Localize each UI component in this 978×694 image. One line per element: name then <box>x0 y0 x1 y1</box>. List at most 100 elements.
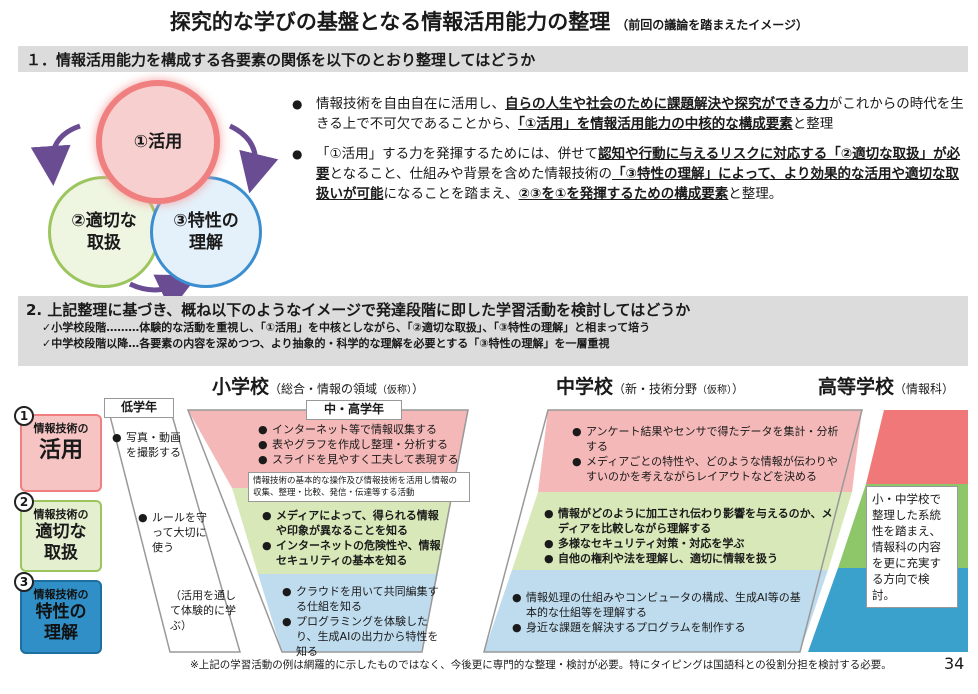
elem-activity-box: 情報技術の基本的な操作及び情報技術を活用し情報の収集、整理・比較、発信・伝達等す… <box>248 472 470 502</box>
junior-blue-band <box>484 570 828 652</box>
mu-b1: メディアによって、得られる情報や印象が異なることを知る <box>276 509 439 537</box>
high-detail: （情報科） <box>894 382 955 396</box>
jr-b1: 情報がどのように加工され伝わり影響を与えるのか、メディアを比較しながら理解する <box>558 507 833 535</box>
c2-line2: 取扱 <box>87 233 121 253</box>
bullet-2: ● 「①活用」する力を発揮するためには、併せて認知や行動に与えるリスクに対応する… <box>292 144 968 204</box>
bullet-dot: ● <box>544 507 554 520</box>
b2-p6: ②③を①を発揮するための構成要素 <box>518 186 729 202</box>
elementary-kasho: （仮称） <box>377 385 413 396</box>
lower-item-1: ●写真・動画を撮影する <box>112 430 182 460</box>
label1-big: 活用 <box>38 438 83 463</box>
lower-t1: 写真・動画を撮影する <box>126 431 181 459</box>
elem-pink-band <box>188 410 468 488</box>
junior-outline <box>483 409 863 653</box>
label-utilization: 1 情報技術の 活用 <box>14 406 102 492</box>
section2-sub1: ✓小学校段階………体験的な活動を重視し、「①活用」を中核としながら、「②適切な取… <box>42 321 651 334</box>
junior-pink-band <box>538 410 862 492</box>
bullet-dot: ● <box>282 615 292 628</box>
b2-p2: 認知や行動に与えるリスクに対応する「②適切な取扱」が必要 <box>316 146 961 182</box>
lower-item-3: （活用を通して体験的に学ぶ） <box>170 589 236 632</box>
b2-p3: となること、仕組みや背景を含めた情報技術の <box>329 166 613 182</box>
jr-c2: 身近な課題を解決するプログラムを制作する <box>526 621 746 634</box>
high-name: 高等学校 <box>818 376 895 398</box>
mu-a1: インターネット等で情報収集する <box>272 423 437 436</box>
b2-p4: 「③特性の理解」によって、より効果的な活用や適切な取扱いが可能 <box>316 166 959 202</box>
bullet-dot: ● <box>572 425 582 438</box>
junior-pink-list: ●アンケート結果やセンサで得たデータを集計・分析する ●メディアごとの特性や、ど… <box>572 424 842 484</box>
label2-big1: 適切な <box>35 522 87 542</box>
label-understanding: 3 情報技術の 特性の 理解 <box>14 572 102 654</box>
arrow-left <box>30 123 81 186</box>
bullet-dot: ● <box>544 537 554 550</box>
label3-big2: 理解 <box>44 623 78 643</box>
heading-elementary: 小学校（総合・情報の領域（仮称）） <box>212 372 424 399</box>
jr-b3: 自他の権利や法を理解し、適切に情報を扱う <box>558 552 778 565</box>
label2-number: 2 <box>14 492 34 512</box>
title-sub: （前回の議論を踏まえたイメージ） <box>616 18 809 32</box>
tab-lower-grade: 低学年 <box>104 398 174 418</box>
arrow-right <box>228 123 279 194</box>
elem-green-band <box>232 488 454 574</box>
section1-heading: １．情報活用能力を構成する各要素の関係を以下のとおり整理してはどうか <box>18 46 968 72</box>
mu-b2: インターネットの危険性や、情報セキュリティの基本を知る <box>276 539 441 567</box>
label-handling: 2 情報技術の 適切な 取扱 <box>14 492 102 572</box>
circle-utilization: ①活用 <box>96 80 220 204</box>
bullet-dot: ● <box>258 453 268 466</box>
b2-p7: と整理。 <box>728 186 783 202</box>
b2-p5: になることを踏まえ、 <box>383 186 519 202</box>
bullet-dot: ● <box>292 147 303 161</box>
label3-number: 3 <box>14 572 34 592</box>
jr-b2: 多様なセキュリティ対策・対応を学ぶ <box>558 537 745 550</box>
label3-big1: 特性の <box>35 602 87 622</box>
section2-heading: 2. 上記整理に基づき、概ね以下のようなイメージで発達段階に即した学習活動を検討… <box>26 301 691 319</box>
junior-detail: （新・技術分野 <box>613 382 698 396</box>
lower-t2: ルールを守って大切に使う <box>152 511 207 554</box>
title-main: 探究的な学びの基盤となる情報活用能力の整理 <box>169 10 611 34</box>
label2-big2: 取扱 <box>44 543 78 563</box>
page-title: 探究的な学びの基盤となる情報活用能力の整理 （前回の議論を踏まえたイメージ） <box>0 6 978 36</box>
junior-green-band <box>512 492 852 570</box>
junior-kasho: （仮称） <box>697 385 733 396</box>
c3-line1: ③特性の <box>173 211 239 231</box>
c3-line2: 理解 <box>189 233 223 253</box>
label3-small: 情報技術の <box>33 588 89 601</box>
bullet-dot: ● <box>512 621 522 634</box>
junior-name: 中学校 <box>556 376 614 398</box>
mu-c2: プログラミングを体験したり、生成AIの出力から特性を知る <box>296 615 439 658</box>
bullet-dot: ● <box>262 509 272 522</box>
high-school-note: 小・中学校で整理した系統性を踏まえ、情報科の内容を更に充実する方向で検討。 <box>866 486 958 608</box>
bullet-dot: ● <box>138 511 148 524</box>
junior-green-list: ● 情報がどのように加工され伝わり影響を与えるのか、メディアを比較しながら理解する… <box>544 506 834 566</box>
bullet-dot: ● <box>544 552 554 565</box>
bullet-1: ● 情報技術を自由自在に活用し、自らの人生や社会のために課題解決や探究ができる力… <box>292 94 968 134</box>
elementary-name: 小学校 <box>212 376 270 398</box>
elementary-close: ） <box>412 382 425 396</box>
elem-blue-band <box>258 574 438 652</box>
c1-label: ①活用 <box>133 132 183 152</box>
bullet-dot: ● <box>262 539 272 552</box>
b1-p5: と整理 <box>792 116 834 132</box>
cycle-arrows <box>30 123 279 296</box>
arrow-bottom <box>128 274 199 296</box>
junior-blue-list: ●情報処理の仕組みやコンピュータの構成、生成AI等の基本的な仕組等を理解する ●… <box>512 590 802 635</box>
label1-number: 1 <box>14 406 34 426</box>
bullet-dot: ● <box>258 423 268 436</box>
b1-p3: がこれからの時代を生きる上で不可欠であることから、 <box>316 96 964 132</box>
page-number: 34 <box>944 654 965 673</box>
c2-line1: ②適切な <box>71 211 137 231</box>
junior-close: ） <box>732 382 745 396</box>
section2-box: 2. 上記整理に基づき、概ね以下のようなイメージで発達段階に即した学習活動を検討… <box>18 296 968 366</box>
bullet-dot: ● <box>282 585 292 598</box>
elem-blue-list: ●クラウドを用いて共同編集する仕組を知る ●プログラミングを体験したり、生成AI… <box>282 584 444 659</box>
footer-note: ※上記の学習活動の例は網羅的に示したものではなく、今後更に専門的な整理・検討が必… <box>190 659 892 671</box>
elem-green-list: ● メディアによって、得られる情報や印象が異なることを知る ● インターネットの危険… <box>262 508 448 568</box>
bullet-dot: ● <box>258 438 268 451</box>
b1-p4: 「①活用」を情報活用能力の中核的な構成要素 <box>518 116 793 132</box>
high-pink-band <box>866 410 968 484</box>
lower-item-2: ● ルールを守って大切に使う <box>138 510 210 555</box>
jr-a2: メディアごとの特性や、どのような情報が伝わりやすいのかを考えながらレイアウトなど… <box>586 455 838 483</box>
label1-small: 情報技術の <box>33 422 89 435</box>
bullet-dot: ● <box>292 97 303 111</box>
mu-a3: スライドを見やすく工夫して表現する <box>272 453 459 466</box>
b1-p2: 自らの人生や社会のために課題解決や探究ができる力 <box>505 96 829 112</box>
